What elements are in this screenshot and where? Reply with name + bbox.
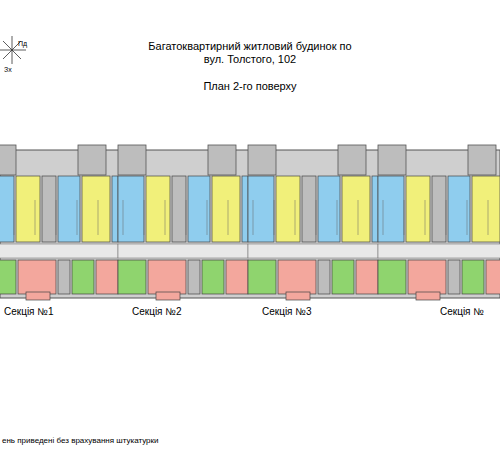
section-label: Секція №1 <box>4 306 54 318</box>
section-label: Секція № <box>440 306 484 318</box>
plan-drawing <box>0 145 500 300</box>
note: ень приведені без врахування штукатурки <box>2 436 158 446</box>
section-label: Секція №3 <box>262 306 312 318</box>
subtitle: План 2-го поверху <box>203 80 296 93</box>
compass-letter: Зх <box>4 66 12 74</box>
title: Багатоквартирний житловий будинок по вул… <box>0 40 500 66</box>
section-label: Секція №2 <box>132 306 182 318</box>
compass-letter: Пд <box>18 40 27 48</box>
title-text: Багатоквартирний житловий будинок по вул… <box>140 40 360 66</box>
